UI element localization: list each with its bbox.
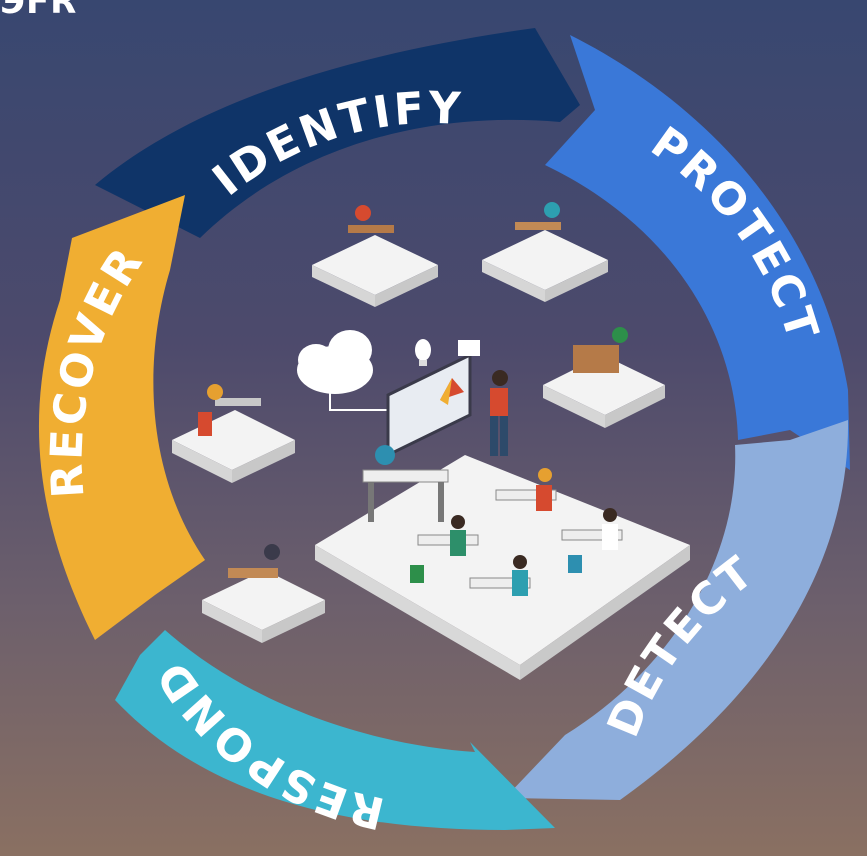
title-fragment: ЭFR xyxy=(0,0,78,22)
desk-platform-top-left xyxy=(312,205,438,307)
student-desk xyxy=(362,445,449,522)
cloud-icon xyxy=(297,330,395,411)
student-desk xyxy=(410,515,479,583)
whiteboard xyxy=(386,340,480,458)
recover-segment xyxy=(38,195,205,640)
student-desk xyxy=(561,508,623,573)
student-desk xyxy=(495,468,557,511)
identify-segment xyxy=(95,28,580,238)
student-desk xyxy=(469,555,531,596)
desk-platform-left xyxy=(172,384,295,483)
desk-platform-bottom-left xyxy=(202,544,325,643)
protect-segment xyxy=(545,35,850,470)
desk-platform-top-right xyxy=(482,202,608,302)
classroom-illustration xyxy=(172,202,690,680)
detect-segment xyxy=(505,420,849,800)
lightbulb-icon xyxy=(415,339,431,366)
respond-segment xyxy=(115,630,555,830)
teacher-figure xyxy=(490,370,508,456)
desk-platform-right xyxy=(543,327,665,428)
